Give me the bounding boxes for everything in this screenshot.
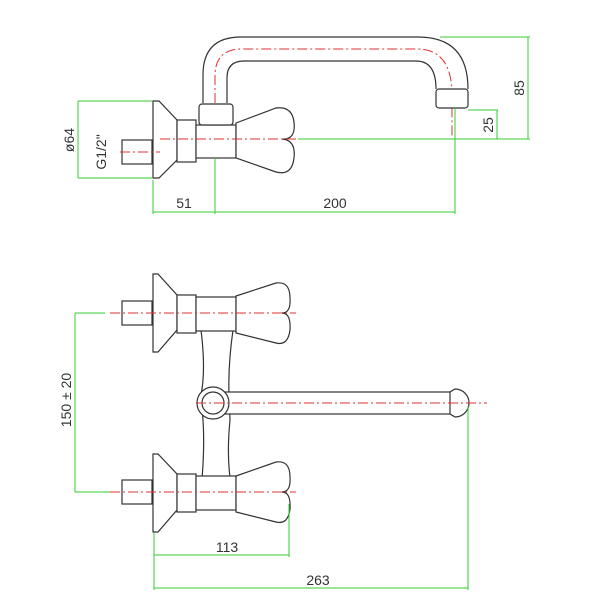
dimensions: 150 ± 20 113 263 <box>58 312 469 590</box>
valve-body <box>195 124 237 159</box>
dimensions: ø64 G1/2" 51 200 85 25 <box>61 36 530 214</box>
dim-handle-depth: 113 <box>216 539 239 555</box>
front-view: 150 ± 20 113 263 <box>58 273 487 590</box>
aerator <box>435 88 469 109</box>
union-nut <box>176 119 197 163</box>
spout <box>202 36 469 139</box>
dim-reach: 200 <box>323 195 347 211</box>
swivel-spout <box>196 386 487 420</box>
upper-valve <box>110 273 296 353</box>
dim-inlet-spacing: 150 ± 20 <box>58 373 74 428</box>
handle <box>235 107 295 174</box>
dim-flange-diameter: ø64 <box>61 128 77 152</box>
dim-wall-to-axis: 51 <box>176 195 192 211</box>
dim-spout-height: 85 <box>511 80 527 96</box>
dim-outlet-height: 25 <box>480 117 496 133</box>
spout-nut <box>198 103 234 126</box>
dim-thread: G1/2" <box>93 134 109 169</box>
top-view: ø64 G1/2" 51 200 85 25 <box>61 36 530 214</box>
lower-valve <box>110 453 296 533</box>
dim-total-depth: 263 <box>306 572 330 588</box>
